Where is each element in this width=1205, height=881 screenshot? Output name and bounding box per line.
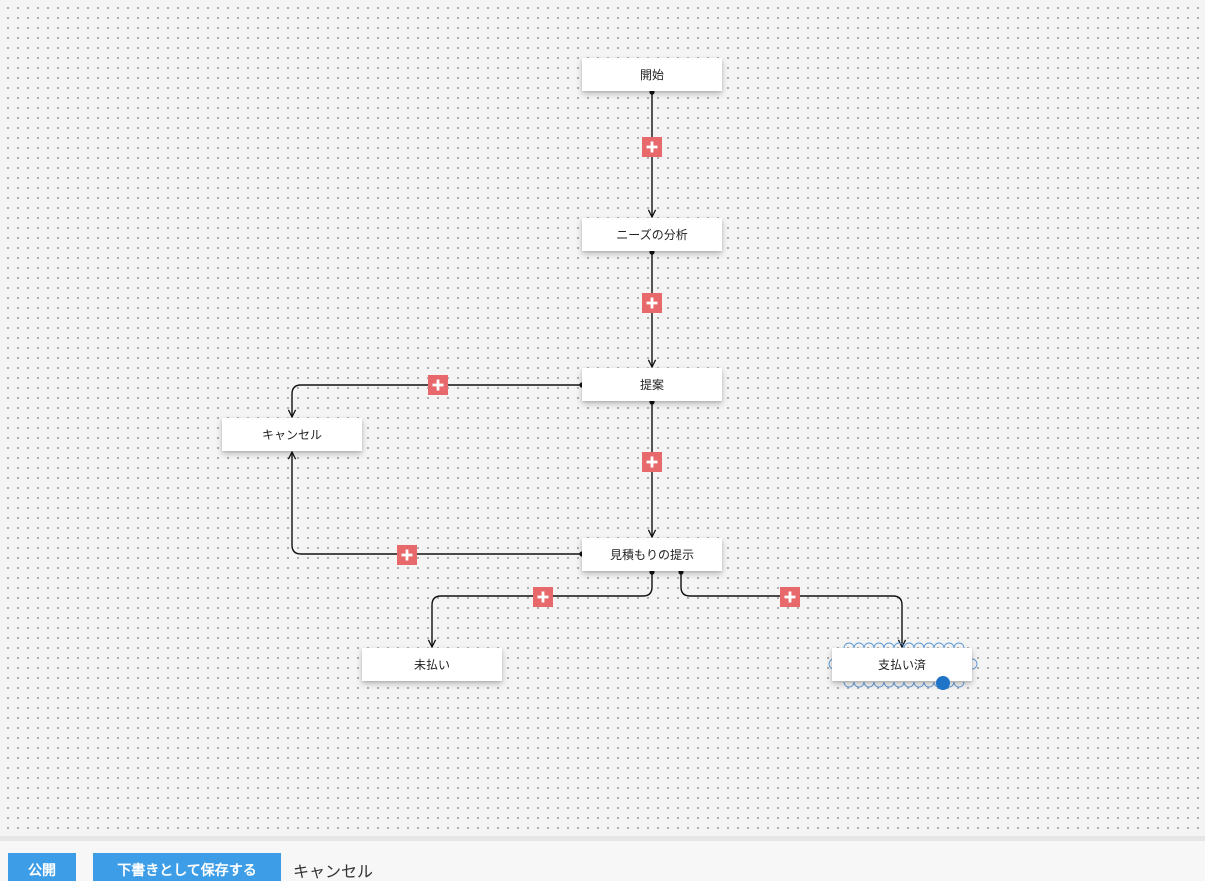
node-proposal[interactable]: 提案 <box>582 368 722 401</box>
add-step-button[interactable] <box>642 293 662 313</box>
node-label: 開始 <box>639 68 664 82</box>
plus-icon <box>537 591 549 603</box>
cancel-button[interactable]: キャンセル <box>293 861 374 881</box>
publish-button[interactable]: 公開 <box>8 853 76 881</box>
node-label: 見積もりの提示 <box>609 548 694 562</box>
node-needs-analysis[interactable]: ニーズの分析 <box>582 218 722 251</box>
add-step-button[interactable] <box>397 545 417 565</box>
add-step-button[interactable] <box>642 452 662 472</box>
save-draft-button[interactable]: 下書きとして保存する <box>93 853 281 881</box>
plus-icon <box>646 141 658 153</box>
edge-quote-to-cancel[interactable] <box>292 452 582 555</box>
flow-canvas[interactable]: 開始 ニーズの分析 提案 キャンセル 見積もりの提示 未払い 支払い済 <box>0 0 1205 836</box>
add-step-button[interactable] <box>533 587 553 607</box>
node-quote[interactable]: 見積もりの提示 <box>582 538 722 571</box>
edge-quote-to-unpaid[interactable] <box>432 572 653 647</box>
node-label: 提案 <box>639 378 664 392</box>
node-label: 未払い <box>413 658 450 672</box>
node-start[interactable]: 開始 <box>582 58 722 91</box>
add-step-button[interactable] <box>428 375 448 395</box>
plus-icon <box>646 297 658 309</box>
node-unpaid[interactable]: 未払い <box>362 648 502 681</box>
action-bar: 公開 下書きとして保存する キャンセル <box>0 836 1205 881</box>
node-label: ニーズの分析 <box>616 228 688 242</box>
add-step-button[interactable] <box>780 587 800 607</box>
edge-quote-to-paid[interactable] <box>680 572 902 647</box>
plus-icon <box>646 456 658 468</box>
add-step-button[interactable] <box>642 137 662 157</box>
plus-icon <box>401 549 413 561</box>
edge-proposal-to-cancel[interactable] <box>292 384 582 417</box>
node-cancel[interactable]: キャンセル <box>222 418 362 451</box>
connection-layer <box>0 89 1205 836</box>
node-label: 支払い済 <box>877 658 926 672</box>
plus-icon <box>784 591 796 603</box>
node-resize-handle[interactable] <box>936 676 950 690</box>
node-label: キャンセル <box>261 428 322 442</box>
plus-icon <box>432 379 444 391</box>
node-paid[interactable]: 支払い済 <box>832 648 972 681</box>
